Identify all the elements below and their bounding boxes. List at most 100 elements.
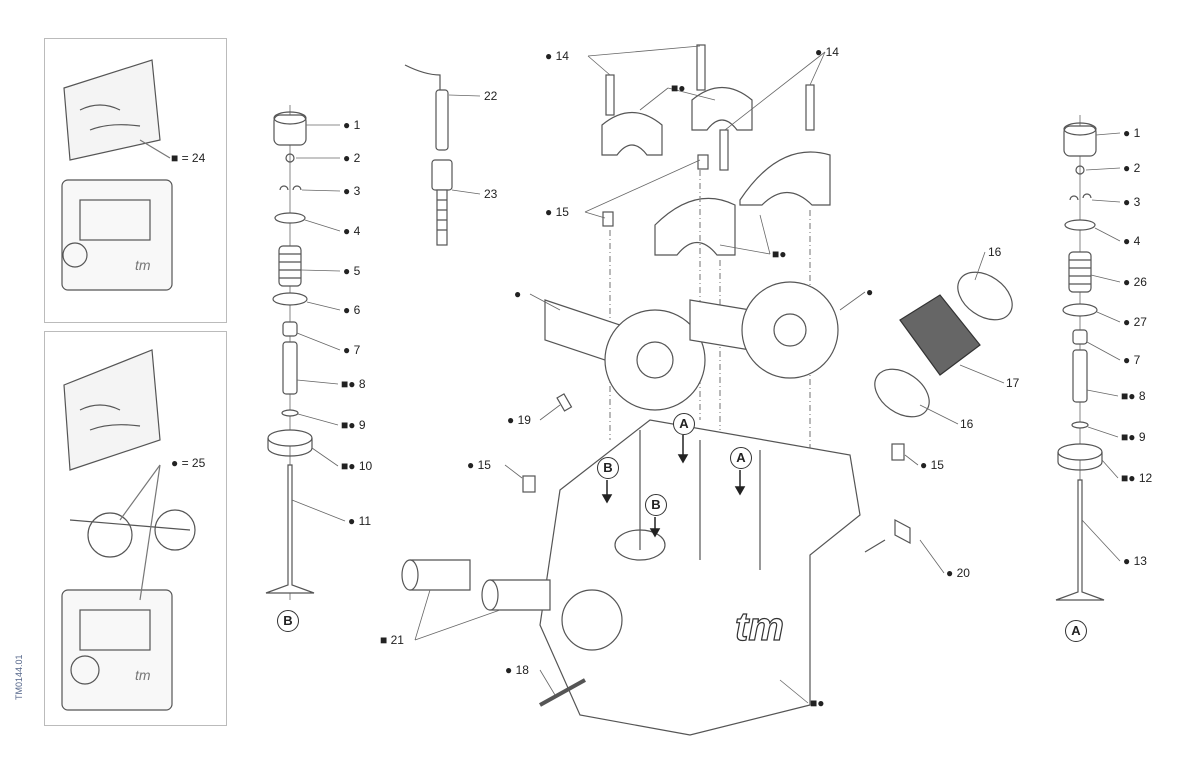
callout-marker: ● [343,224,351,238]
part-callout: 22 [484,89,497,103]
callout-number: 3 [353,184,361,198]
part-callout: ● 11 [348,514,371,528]
part-callout: ● 2 [1123,161,1140,175]
part-callout: ● 19 [507,413,531,427]
callout-marker: ● [1123,275,1131,289]
callout-marker: ● [1123,353,1131,367]
callout-marker: ● [343,118,351,132]
callout-number: 13 [1133,554,1147,568]
valve-id-a: A [1065,620,1087,642]
part-callout: ● 5 [343,264,360,278]
callout-marker: ■● [1121,389,1136,403]
part-callout: ● 1 [1123,126,1140,140]
callout-number: 6 [353,303,361,317]
callout-marker: ■ [380,633,388,647]
inset-service-kit [44,331,227,726]
callout-number: 21 [390,633,404,647]
right-valve-assembly [1055,115,1105,601]
part-callout: ■● [671,81,686,95]
intake-runners [401,559,551,611]
callout-number: 17 [1006,376,1020,390]
callout-number: 5 [353,264,361,278]
part-callout: ● 13 [1123,554,1147,568]
callout-marker: ■● [341,418,356,432]
callout-marker: ■● [1121,430,1136,444]
seat-callout-a: A [730,447,752,469]
part-callout: ● 15 [920,458,944,472]
kit-marker: ● [171,456,179,470]
callout-number: 20 [956,566,970,580]
callout-marker: ● [545,49,553,63]
callout-number: 16 [960,417,974,431]
inset-gasket-kit [44,38,227,323]
part-callout: ● 2 [343,151,360,165]
callout-number: 14 [555,49,569,63]
part-callout: 16 [960,417,973,431]
callout-number: 3 [1133,195,1141,209]
callout-number: 15 [477,458,491,472]
valve-id-b: B [277,610,299,632]
callout-number: 7 [1133,353,1141,367]
intake-boot [874,271,1013,418]
callout-number: 19 [517,413,531,427]
callout-number: 27 [1133,315,1147,329]
part-callout: 16 [988,245,1001,259]
spark-plug-icon [404,64,453,246]
part-callout: ● 3 [343,184,360,198]
callout-marker: ● [1123,195,1131,209]
seat-callout-b: B [597,457,619,479]
part-callout: ■ 21 [380,633,404,647]
part-callout: ● 18 [505,663,529,677]
kit-text: = 24 [181,151,206,165]
kit-text: = 25 [181,456,206,470]
kit-marker: ■ [171,151,179,165]
part-callout: ■● 9 [341,418,366,432]
drawing-code: TM0144.01 [14,654,24,700]
callout-marker: ● [507,413,515,427]
callout-number: 4 [353,224,361,238]
callout-number: 26 [1133,275,1147,289]
callout-marker: ■● [772,247,787,261]
svg-text:tm: tm [135,257,151,273]
callout-marker: ■● [341,377,356,391]
callout-number: 22 [484,89,498,103]
camshaft-caps [601,44,831,256]
part-callout: ● 4 [343,224,360,238]
callout-number: 15 [930,458,944,472]
callout-marker: ● [343,303,351,317]
part-callout: ● 15 [545,205,569,219]
svg-text:tm: tm [735,605,784,649]
callout-number: 15 [555,205,569,219]
callout-marker: ● [343,184,351,198]
callout-marker: ● [514,287,522,301]
callout-number: 10 [358,459,373,473]
callout-marker: ● [1123,161,1131,175]
kit-24-label: ■ = 24 [171,151,205,165]
callout-number: 18 [515,663,529,677]
part-callout: ● 15 [467,458,491,472]
part-callout: ● 27 [1123,315,1147,329]
callout-marker: ● [866,285,874,299]
callout-number: 11 [358,514,372,528]
part-callout: ■● [810,696,825,710]
part-callout: ● 1 [343,118,360,132]
part-callout: ● 3 [1123,195,1140,209]
part-callout: ■● 9 [1121,430,1146,444]
part-callout: ● 20 [946,566,970,580]
part-callout: ● 26 [1123,275,1147,289]
part-callout: ● 14 [815,45,839,59]
callout-number: 1 [353,118,361,132]
callout-number: 23 [484,187,498,201]
part-callout: 23 [484,187,497,201]
callout-marker: ■● [671,81,686,95]
part-callout: ● 6 [343,303,360,317]
gasket-bag-icon-2 [63,349,161,471]
callout-number: 1 [1133,126,1141,140]
callout-number: 9 [358,418,366,432]
part-callout: ■● 12 [1121,471,1152,485]
callout-marker: ● [920,458,928,472]
callout-marker: ● [348,514,356,528]
callout-marker: ● [505,663,513,677]
